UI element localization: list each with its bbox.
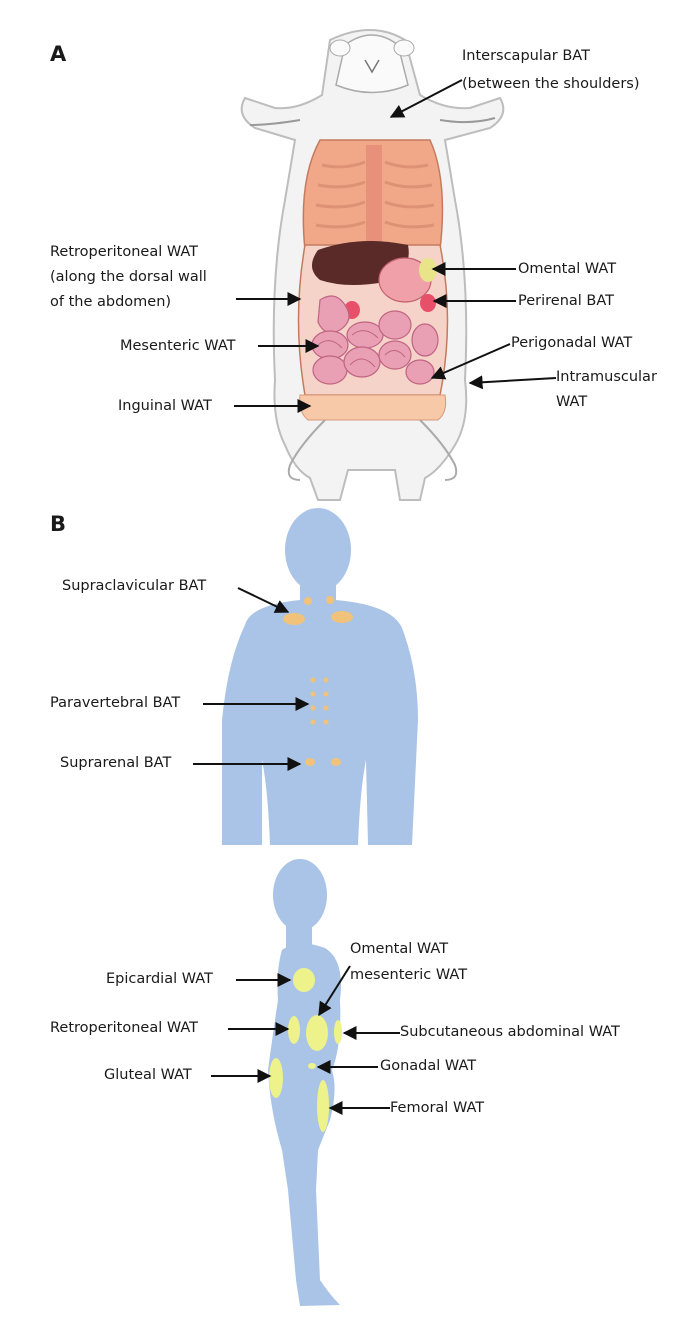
back-view-arrows	[193, 587, 310, 771]
label-mesenteric-wat: Mesenteric WAT	[120, 338, 236, 354]
back-fat-depots	[283, 596, 353, 766]
label-retroperitoneal-wat-note-2: of the abdomen)	[50, 294, 172, 310]
label-intramuscular-wat-2: WAT	[556, 394, 588, 410]
panel-a-arrows	[234, 79, 557, 413]
label-omental-wat-b: Omental WAT	[350, 941, 449, 957]
label-mesenteric-wat-b: mesenteric WAT	[350, 967, 468, 983]
label-retroperitoneal-wat: Retroperitoneal WAT	[50, 244, 199, 260]
label-inguinal-wat: Inguinal WAT	[118, 398, 212, 414]
panel-b-letter: B	[50, 512, 67, 536]
label-interscapular-bat-note: (between the shoulders)	[462, 76, 640, 92]
label-paravertebral-bat: Paravertebral BAT	[50, 695, 181, 711]
label-interscapular-bat: Interscapular BAT	[462, 48, 590, 64]
label-suprarenal-bat: Suprarenal BAT	[60, 755, 172, 771]
label-supraclavicular-bat: Supraclavicular BAT	[62, 578, 207, 594]
label-gluteal-wat: Gluteal WAT	[104, 1067, 192, 1083]
label-omental-wat: Omental WAT	[518, 261, 617, 277]
label-epicardial-wat: Epicardial WAT	[106, 971, 213, 987]
label-retroperitoneal-wat-note-1: (along the dorsal wall	[50, 269, 207, 285]
label-perirenal-bat: Perirenal BAT	[518, 293, 615, 309]
human-back-silhouette	[222, 508, 418, 845]
label-intramuscular-wat: Intramuscular	[556, 369, 657, 385]
side-view-arrows	[211, 965, 400, 1115]
label-femoral-wat: Femoral WAT	[390, 1100, 485, 1116]
label-perigonadal-wat: Perigonadal WAT	[511, 335, 633, 351]
mouse-illustration	[240, 29, 505, 501]
side-fat-depots	[269, 968, 342, 1132]
label-gonadal-wat: Gonadal WAT	[380, 1058, 477, 1074]
panel-a-letter: A	[50, 42, 67, 66]
label-retroperitoneal-wat-b: Retroperitoneal WAT	[50, 1020, 199, 1036]
label-subcutaneous-abdominal-wat: Subcutaneous abdominal WAT	[400, 1024, 620, 1040]
